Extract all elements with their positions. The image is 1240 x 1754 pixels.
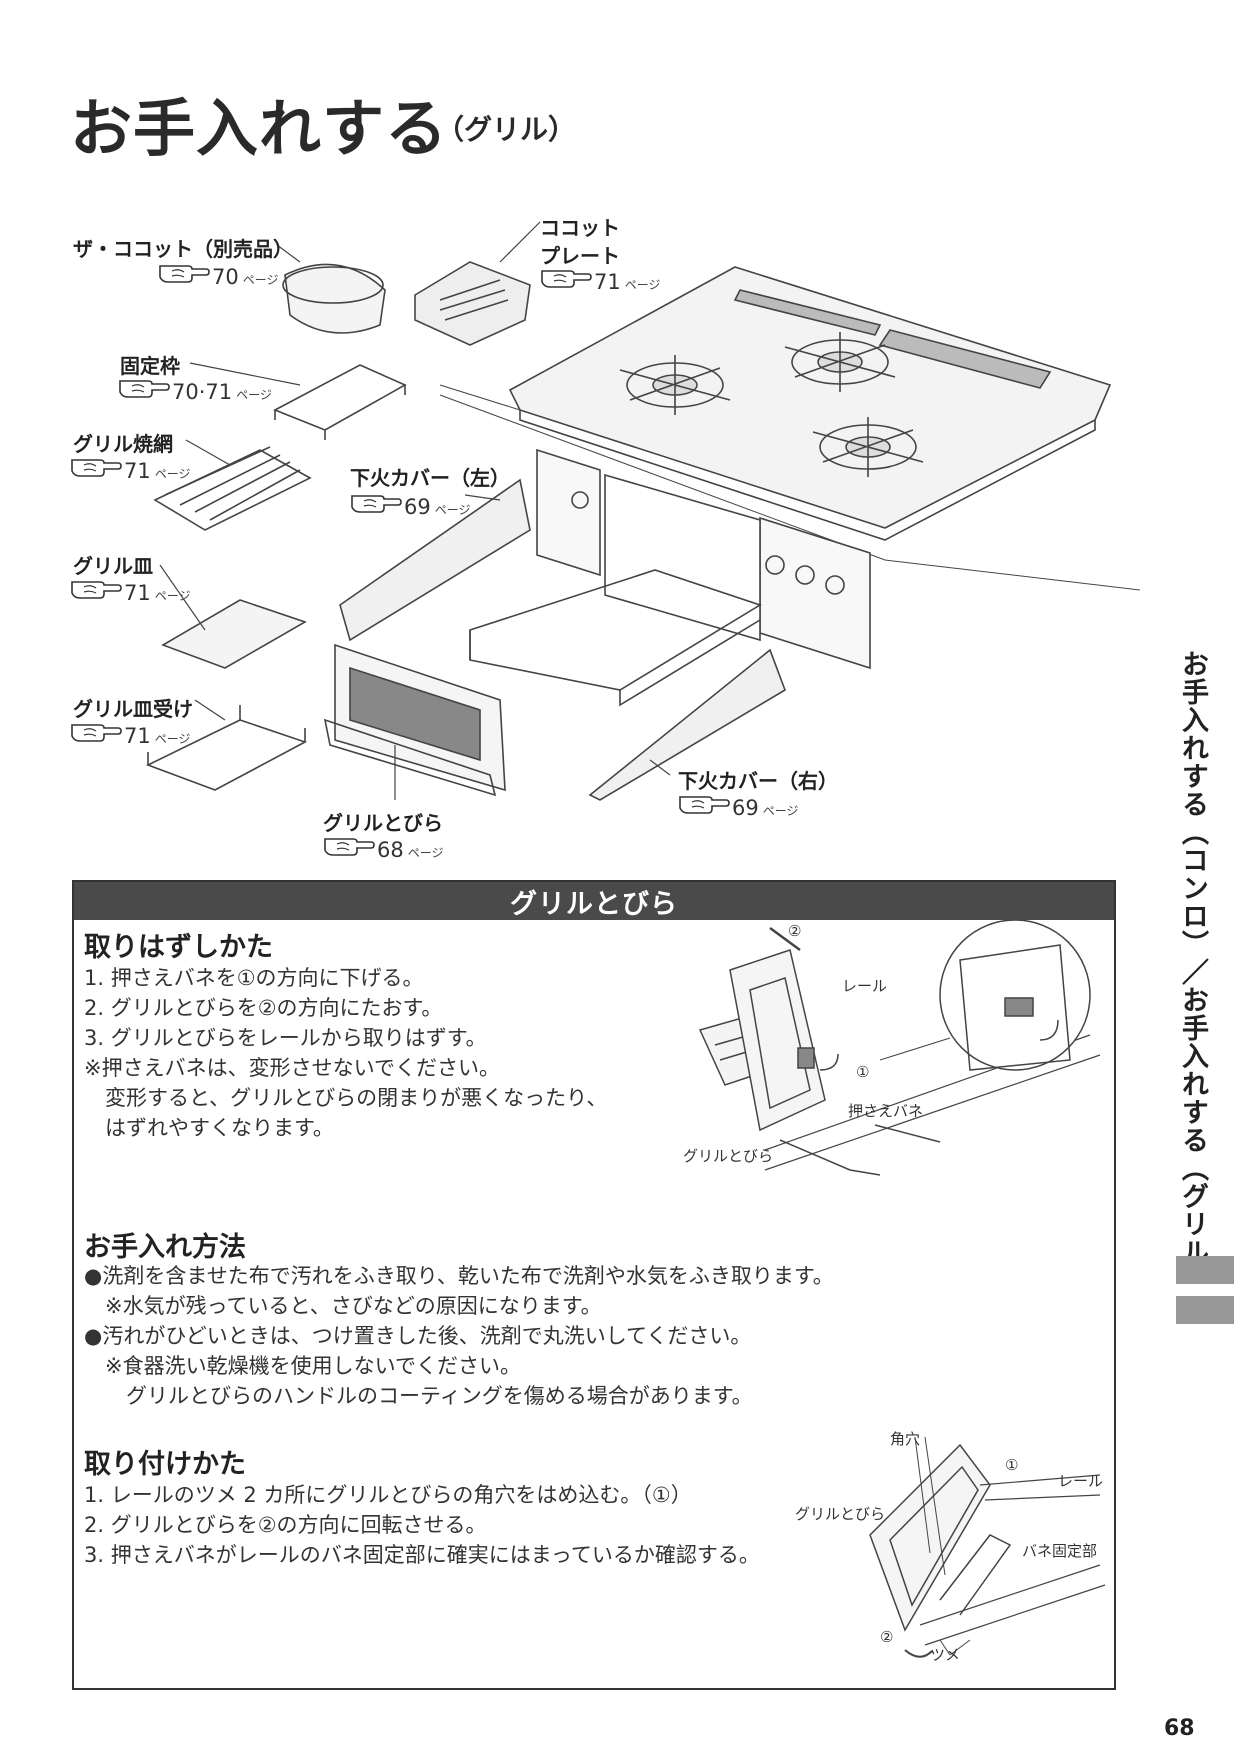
- section-header: グリルとびら: [74, 882, 1114, 920]
- removal-step: 1. 押さえバネを①の方向に下げる。: [84, 966, 424, 990]
- removal-fig-num2: ②: [788, 922, 802, 940]
- burner-back: [812, 417, 924, 477]
- install-fig-square-hole: 角穴: [890, 1430, 921, 1448]
- removal-fig-rail: レール: [842, 977, 888, 995]
- sidebar-tab-marker: [1176, 1256, 1234, 1284]
- part-label-grill-plate-holder: グリル皿受け: [73, 697, 193, 721]
- part-label-grill-net: グリル焼網: [73, 432, 173, 456]
- pointing-hand-icon: [158, 262, 210, 284]
- part-label-lower-cover-left: 下火カバー（左）: [350, 466, 510, 490]
- removal-fig-door: グリルとびら: [683, 1147, 774, 1165]
- care-note: ※食器洗い乾燥機を使用しないでください。: [84, 1354, 521, 1378]
- sidebar-tab-marker: [1176, 1296, 1234, 1324]
- removal-step: 2. グリルとびらを②の方向にたおす。: [84, 996, 443, 1020]
- pointing-hand-icon: [118, 377, 170, 399]
- install-fig-door: グリルとびら: [795, 1505, 886, 1523]
- care-note: グリルとびらのハンドルのコーティングを傷める場合があります。: [84, 1384, 753, 1408]
- part-label-fixing-frame: 固定枠: [120, 354, 180, 378]
- removal-step: 3. グリルとびらをレールから取りはずす。: [84, 1026, 487, 1050]
- care-item: ●洗剤を含ませた布で汚れをふき取り、乾いた布で洗剤や水気をふき取ります。: [84, 1264, 834, 1288]
- removal-figure: [698, 920, 1101, 1176]
- pointing-hand-icon: [70, 578, 122, 600]
- pointing-hand-icon: [350, 492, 402, 514]
- install-fig-num2: ②: [880, 1628, 894, 1646]
- part-label-cocotte-plate-2: プレート: [540, 244, 620, 268]
- install-step: 1. レールのツメ 2 カ所にグリルとびらの角穴をはめ込む。（①）: [84, 1483, 692, 1507]
- install-steps: 1. レールのツメ 2 カ所にグリルとびらの角穴をはめ込む。（①） 2. グリル…: [84, 1480, 760, 1570]
- install-heading: 取り付けかた: [84, 1449, 246, 1480]
- removal-note: 変形すると、グリルとびらの閉まりが悪くなったり、: [84, 1086, 608, 1110]
- install-fig-num1: ①: [1005, 1456, 1019, 1474]
- part-label-cocotte: ザ・ココット（別売品）: [73, 237, 293, 261]
- removal-fig-spring: 押さえバネ: [848, 1102, 924, 1120]
- pointing-hand-icon: [70, 456, 122, 478]
- pointing-hand-icon: [540, 267, 592, 289]
- grill-door-section: グリルとびら: [72, 880, 1116, 1690]
- care-item: ●汚れがひどいときは、つけ置きした後、洗剤で丸洗いしてください。: [84, 1324, 752, 1348]
- part-label-cocotte-plate-1: ココット: [540, 216, 620, 240]
- install-fig-rail: レール: [1058, 1472, 1104, 1490]
- pointing-hand-icon: [70, 721, 122, 743]
- removal-heading: 取りはずしかた: [84, 932, 273, 963]
- install-figure: [869, 1436, 1106, 1658]
- install-fig-spring-fix: バネ固定部: [1022, 1542, 1098, 1560]
- page-number: 68: [1164, 1716, 1195, 1741]
- part-label-grill-plate: グリル皿: [73, 554, 153, 578]
- sidebar-chapter-title: お手入れする（コンロ）／お手入れする（グリル）: [1177, 650, 1208, 1294]
- pointing-hand-icon: [323, 835, 375, 857]
- page-title: お手入れする: [70, 92, 449, 165]
- install-fig-claw: ツメ: [930, 1646, 961, 1664]
- part-label-lower-cover-right: 下火カバー（右）: [678, 769, 838, 793]
- burner-right: [784, 332, 896, 392]
- removal-note: はずれやすくなります。: [84, 1116, 334, 1140]
- pointing-hand-icon: [678, 793, 730, 815]
- part-label-grill-door: グリルとびら: [323, 811, 443, 835]
- care-note: ※水気が残っていると、さびなどの原因になります。: [84, 1294, 602, 1318]
- grill-parts-diagram: [145, 221, 1140, 801]
- burner-left: [619, 355, 731, 415]
- care-instructions: ●洗剤を含ませた布で汚れをふき取り、乾いた布で洗剤や水気をふき取ります。 ※水気…: [84, 1261, 834, 1411]
- install-step: 3. 押さえバネがレールのバネ固定部に確実にはまっているか確認する。: [84, 1543, 760, 1567]
- removal-note: ※押さえバネは、変形させないでください。: [84, 1056, 500, 1080]
- page-subtitle: （グリル）: [436, 113, 577, 146]
- install-step: 2. グリルとびらを②の方向に回転させる。: [84, 1513, 487, 1537]
- care-heading: お手入れ方法: [84, 1232, 246, 1263]
- removal-fig-num1: ①: [856, 1063, 870, 1081]
- removal-steps: 1. 押さえバネを①の方向に下げる。 2. グリルとびらを②の方向にたおす。 3…: [84, 963, 607, 1143]
